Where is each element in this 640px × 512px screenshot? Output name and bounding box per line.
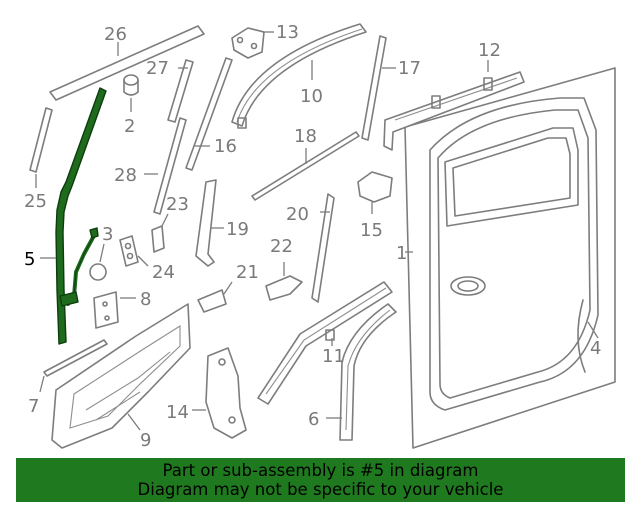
banner-line-1: Part or sub-assembly is #5 in diagram	[162, 461, 479, 480]
part-19-bracket[interactable]	[195, 179, 224, 267]
label-18: 18	[294, 126, 317, 147]
part-17-strip[interactable]	[361, 35, 396, 141]
label-2: 2	[124, 116, 135, 137]
part-5-highlighted[interactable]	[40, 87, 107, 345]
part-11-rail[interactable]	[257, 281, 393, 405]
label-12: 12	[478, 40, 501, 61]
banner-line-2: Diagram may not be specific to your vehi…	[137, 480, 504, 499]
part-10-sash[interactable]	[231, 23, 367, 129]
label-26: 26	[104, 24, 127, 45]
part-25-molding[interactable]	[29, 107, 53, 188]
label-9: 9	[140, 430, 151, 451]
label-3: 3	[102, 224, 113, 245]
label-23: 23	[166, 194, 189, 215]
label-13: 13	[276, 22, 299, 43]
part-6-trim[interactable]	[326, 303, 397, 441]
label-5-highlighted: 5	[24, 249, 35, 270]
label-19: 19	[226, 219, 249, 240]
part-12-upper-rail[interactable]	[383, 60, 525, 151]
part-labels: 26 13 12 27 17 10 2 18 16 28 25 23 20 15…	[24, 22, 601, 451]
part-13-bracket[interactable]	[231, 27, 274, 59]
label-28: 28	[114, 165, 137, 186]
part-21-bracket[interactable]	[197, 281, 233, 313]
label-17: 17	[398, 58, 421, 79]
label-11: 11	[322, 346, 345, 367]
label-14: 14	[166, 402, 189, 423]
part-28-strip[interactable]	[144, 117, 187, 215]
label-8: 8	[140, 289, 151, 310]
label-20: 20	[286, 204, 309, 225]
label-25: 25	[24, 191, 47, 212]
part-1-door-panel[interactable]	[404, 67, 616, 449]
label-10: 10	[300, 86, 323, 107]
part-7-strip[interactable]	[39, 339, 108, 393]
part-27-strip[interactable]	[167, 59, 194, 123]
label-24: 24	[152, 262, 175, 283]
label-16: 16	[214, 136, 237, 157]
part-26-roof-molding[interactable]	[49, 25, 205, 101]
part-20-strip[interactable]	[311, 193, 335, 303]
part-18-strip[interactable]	[251, 131, 360, 201]
part-15-bracket[interactable]	[357, 171, 393, 214]
part-14-bracket[interactable]	[192, 347, 247, 439]
part-9-trim-panel[interactable]	[51, 303, 191, 449]
part-23-clip[interactable]	[151, 213, 169, 253]
label-7: 7	[28, 396, 39, 417]
label-4: 4	[590, 338, 601, 359]
label-22: 22	[270, 236, 293, 257]
part-4-leader	[587, 321, 599, 339]
part-16-strip[interactable]	[185, 57, 233, 171]
label-27: 27	[146, 58, 169, 79]
part-2-plug[interactable]	[123, 74, 139, 112]
part-3-grommet[interactable]	[89, 243, 107, 281]
fitment-banner: Part or sub-assembly is #5 in diagram Di…	[16, 458, 625, 502]
label-1: 1	[396, 243, 407, 264]
part-8-plate[interactable]	[93, 291, 136, 329]
part-22-bracket[interactable]	[265, 262, 303, 301]
part-24-clip[interactable]	[119, 235, 149, 267]
label-21: 21	[236, 262, 259, 283]
label-15: 15	[360, 220, 383, 241]
label-6: 6	[308, 409, 319, 430]
